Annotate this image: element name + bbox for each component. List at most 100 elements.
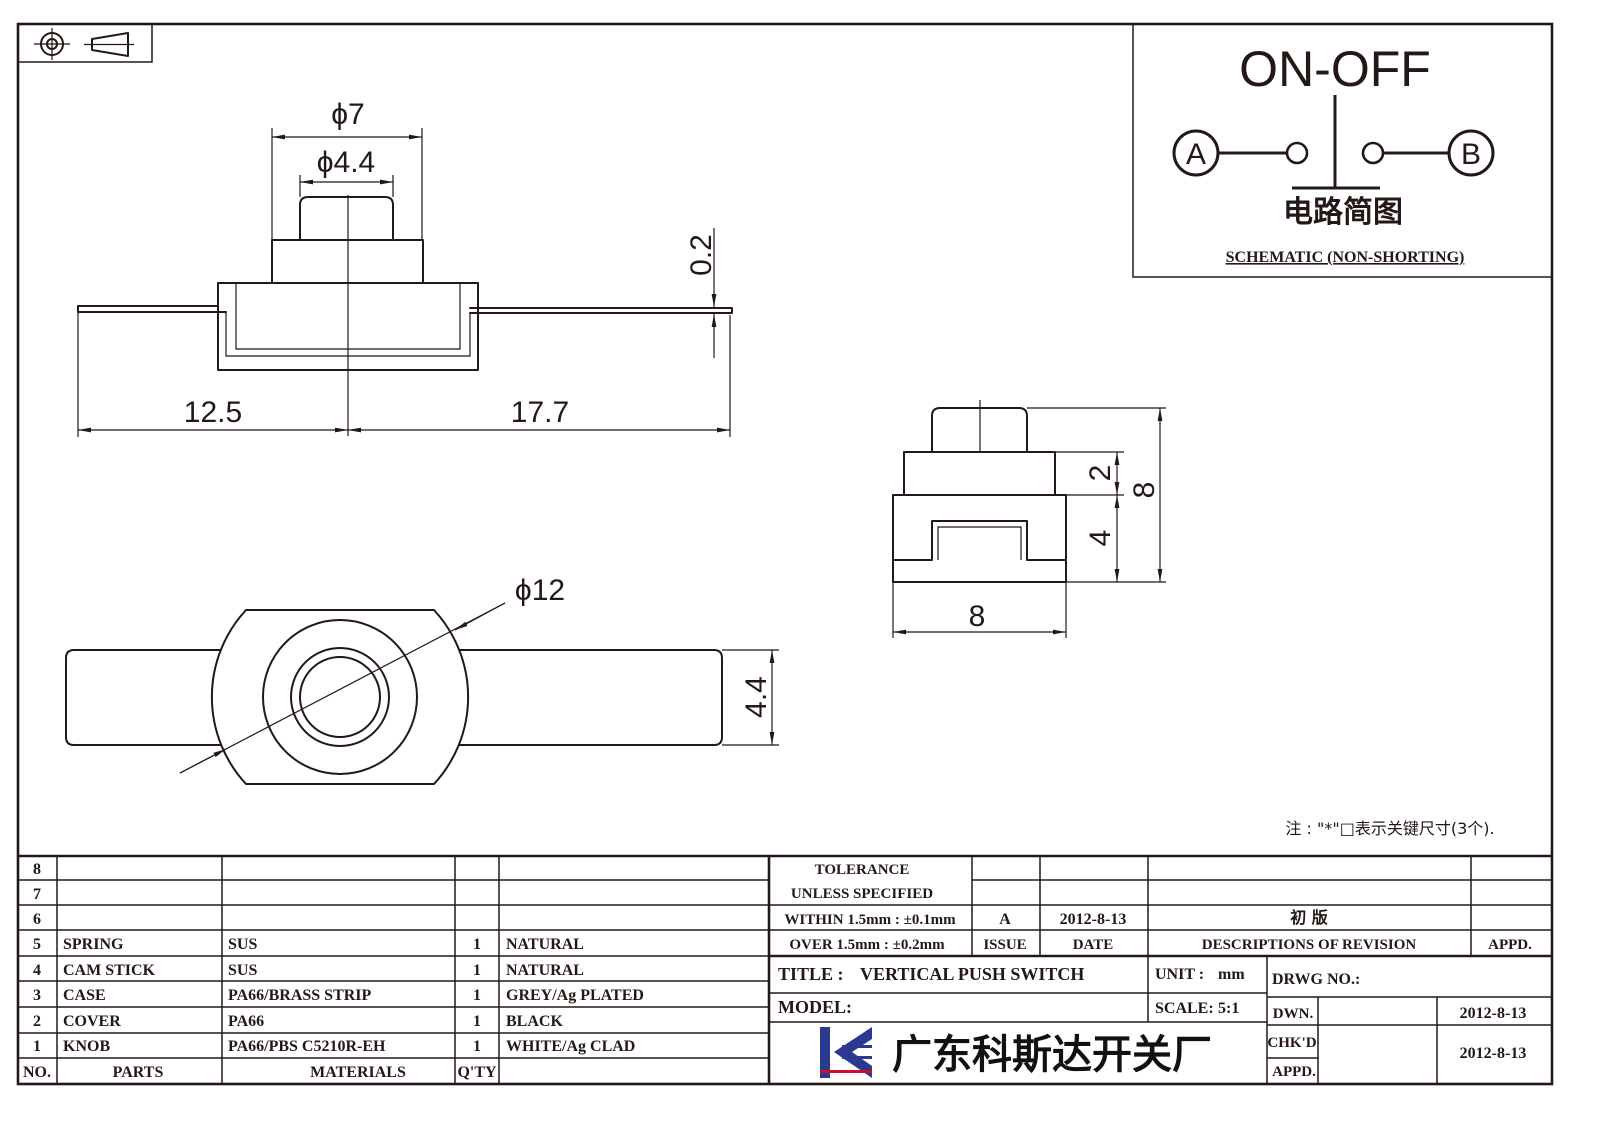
- contact-b: [1361, 141, 1385, 165]
- scale-label: SCALE:: [1155, 1000, 1214, 1017]
- part-qty: 1: [473, 1038, 481, 1055]
- terminal-b-circle: [1447, 129, 1495, 177]
- logo-stripe: [842, 1045, 872, 1048]
- logo-chevron: [834, 1027, 872, 1078]
- revision-table: A 2012-8-13 初 版 ISSUE DATE DESCRIPTIONS …: [983, 908, 1532, 953]
- terminal-b-label: B: [1461, 138, 1481, 171]
- part-material: SUS: [228, 962, 257, 979]
- part-material: PA66: [228, 1013, 264, 1030]
- part-name: CASE: [63, 987, 106, 1004]
- logo-stripe: [842, 1056, 872, 1059]
- part-no: 1: [33, 1038, 41, 1055]
- third-angle-projection-icon: [34, 28, 134, 60]
- part-material: PA66/PBS C5210R-EH: [228, 1038, 386, 1055]
- revision-description: 初 版: [1290, 908, 1328, 927]
- part-no: 6: [33, 911, 41, 928]
- logo-bar: [820, 1027, 830, 1078]
- part-name: SPRING: [63, 936, 124, 953]
- dim-body-dia: ϕ12: [515, 574, 565, 607]
- part-finish: GREY/Ag PLATED: [506, 987, 644, 1004]
- side-body: [892, 494, 1067, 583]
- part-finish: NATURAL: [506, 962, 584, 979]
- key-dimension-note: 注 : "*"□表示关键尺寸(3个).: [1285, 819, 1494, 838]
- tolerance-box: TOLERANCE UNLESS SPECIFIED WITHIN 1.5mm …: [784, 862, 956, 953]
- tolerance-over: OVER 1.5mm : ±0.2mm: [789, 937, 945, 953]
- parts-header-qty: Q'TY: [457, 1064, 497, 1081]
- drawing-border: [16, 22, 1554, 1086]
- dim-knob-inner: ϕ4.4: [317, 146, 376, 179]
- schematic-label-cn: 电路简图: [1283, 195, 1403, 230]
- dim-right-length: 17.7: [511, 396, 569, 429]
- part-no: 2: [33, 1013, 41, 1030]
- projection-cone: [91, 32, 129, 57]
- dim-collar-height: 2: [1084, 465, 1117, 482]
- top-body: [210, 609, 470, 785]
- tolerance-within: WITHIN 1.5mm : ±0.1mm: [784, 912, 956, 928]
- revision-date: 2012-8-13: [1060, 911, 1127, 928]
- part-no: 4: [33, 962, 41, 979]
- side-cutout-outer: [892, 520, 1067, 561]
- revision-header-date: DATE: [1073, 937, 1114, 953]
- drawn-label: DWN.: [1273, 1006, 1314, 1022]
- dim-terminal-width: 4.4: [740, 676, 773, 718]
- part-no: 3: [33, 987, 41, 1004]
- schematic-label-en: SCHEMATIC (NON-SHORTING): [1226, 249, 1465, 266]
- revision-header-description: DESCRIPTIONS OF REVISION: [1202, 937, 1417, 953]
- parts-header-no: NO.: [23, 1064, 51, 1081]
- part-qty: 1: [473, 962, 481, 979]
- company-name: 广东科斯达开关厂: [892, 1032, 1212, 1078]
- top-left-terminal: [65, 649, 222, 746]
- part-qty: 1: [473, 1013, 481, 1030]
- dim-left-length: 12.5: [184, 396, 242, 429]
- top-right-terminal: [458, 649, 723, 746]
- title-block: TITLE : VERTICAL PUSH SWITCH UNIT : mm D…: [778, 964, 1526, 1080]
- dia-arrow-lower: [179, 748, 227, 774]
- side-view: 2 4 8 8: [892, 400, 1166, 638]
- parts-list: 8 7 6 5 SPRING SUS 1 NATURAL 4 CAM STICK…: [23, 861, 644, 1081]
- dia-arrow-upper: [454, 602, 506, 631]
- part-finish: WHITE/Ag CLAD: [506, 1038, 635, 1055]
- schematic-box-outline: [1132, 24, 1552, 278]
- projection-box-outline: [18, 24, 153, 63]
- dim-total-height: 8: [1128, 482, 1161, 499]
- drawing-title: VERTICAL PUSH SWITCH: [860, 964, 1084, 984]
- dim-knob-outer: ϕ7: [331, 98, 365, 131]
- model-label: MODEL:: [778, 997, 852, 1017]
- checked-label: CHK'D: [1267, 1035, 1316, 1051]
- terminal-a-label: A: [1186, 138, 1206, 171]
- dia-leader-line: [179, 602, 506, 774]
- part-name: KNOB: [63, 1038, 110, 1055]
- checked-date: 2012-8-13: [1460, 1045, 1527, 1062]
- title-label: TITLE :: [778, 964, 844, 984]
- schematic-title: ON-OFF: [1239, 41, 1431, 97]
- part-finish: BLACK: [506, 1013, 563, 1030]
- dim-body-height: 4: [1084, 530, 1117, 547]
- part-no: 8: [33, 861, 41, 878]
- revision-header-approved: APPD.: [1488, 937, 1532, 953]
- drawing-no-label: DRWG NO.:: [1272, 971, 1360, 988]
- front-view: ϕ7 ϕ4.4 12.5 17.7 0.2: [77, 98, 733, 437]
- top-knob-inner-circle: [299, 656, 381, 738]
- contact-a: [1285, 141, 1309, 165]
- approved-label: APPD.: [1272, 1064, 1316, 1080]
- dim-width: 8: [969, 600, 986, 633]
- tolerance-subtitle: UNLESS SPECIFIED: [791, 886, 933, 902]
- projection-symbol-box: [18, 24, 153, 63]
- front-knob: [299, 196, 394, 241]
- part-qty: 1: [473, 936, 481, 953]
- part-no: 5: [33, 936, 41, 953]
- part-no: 7: [33, 886, 41, 903]
- tolerance-title: TOLERANCE: [815, 862, 910, 878]
- side-collar: [903, 451, 1056, 496]
- revision-issue: A: [999, 911, 1011, 928]
- schematic-box: ON-OFF A B 电路简图 SCHEMATIC (NON-SHORTING): [1132, 24, 1552, 278]
- parts-header-materials: MATERIALS: [310, 1064, 406, 1081]
- scale-value: 5:1: [1218, 1000, 1239, 1017]
- title-block-grid: [18, 854, 1552, 1084]
- logo-stripe: [820, 1070, 872, 1073]
- drawn-date: 2012-8-13: [1460, 1005, 1527, 1022]
- front-right-terminal: [469, 307, 733, 314]
- top-collar-circle: [262, 619, 418, 775]
- top-view: ϕ12 4.4: [65, 574, 779, 785]
